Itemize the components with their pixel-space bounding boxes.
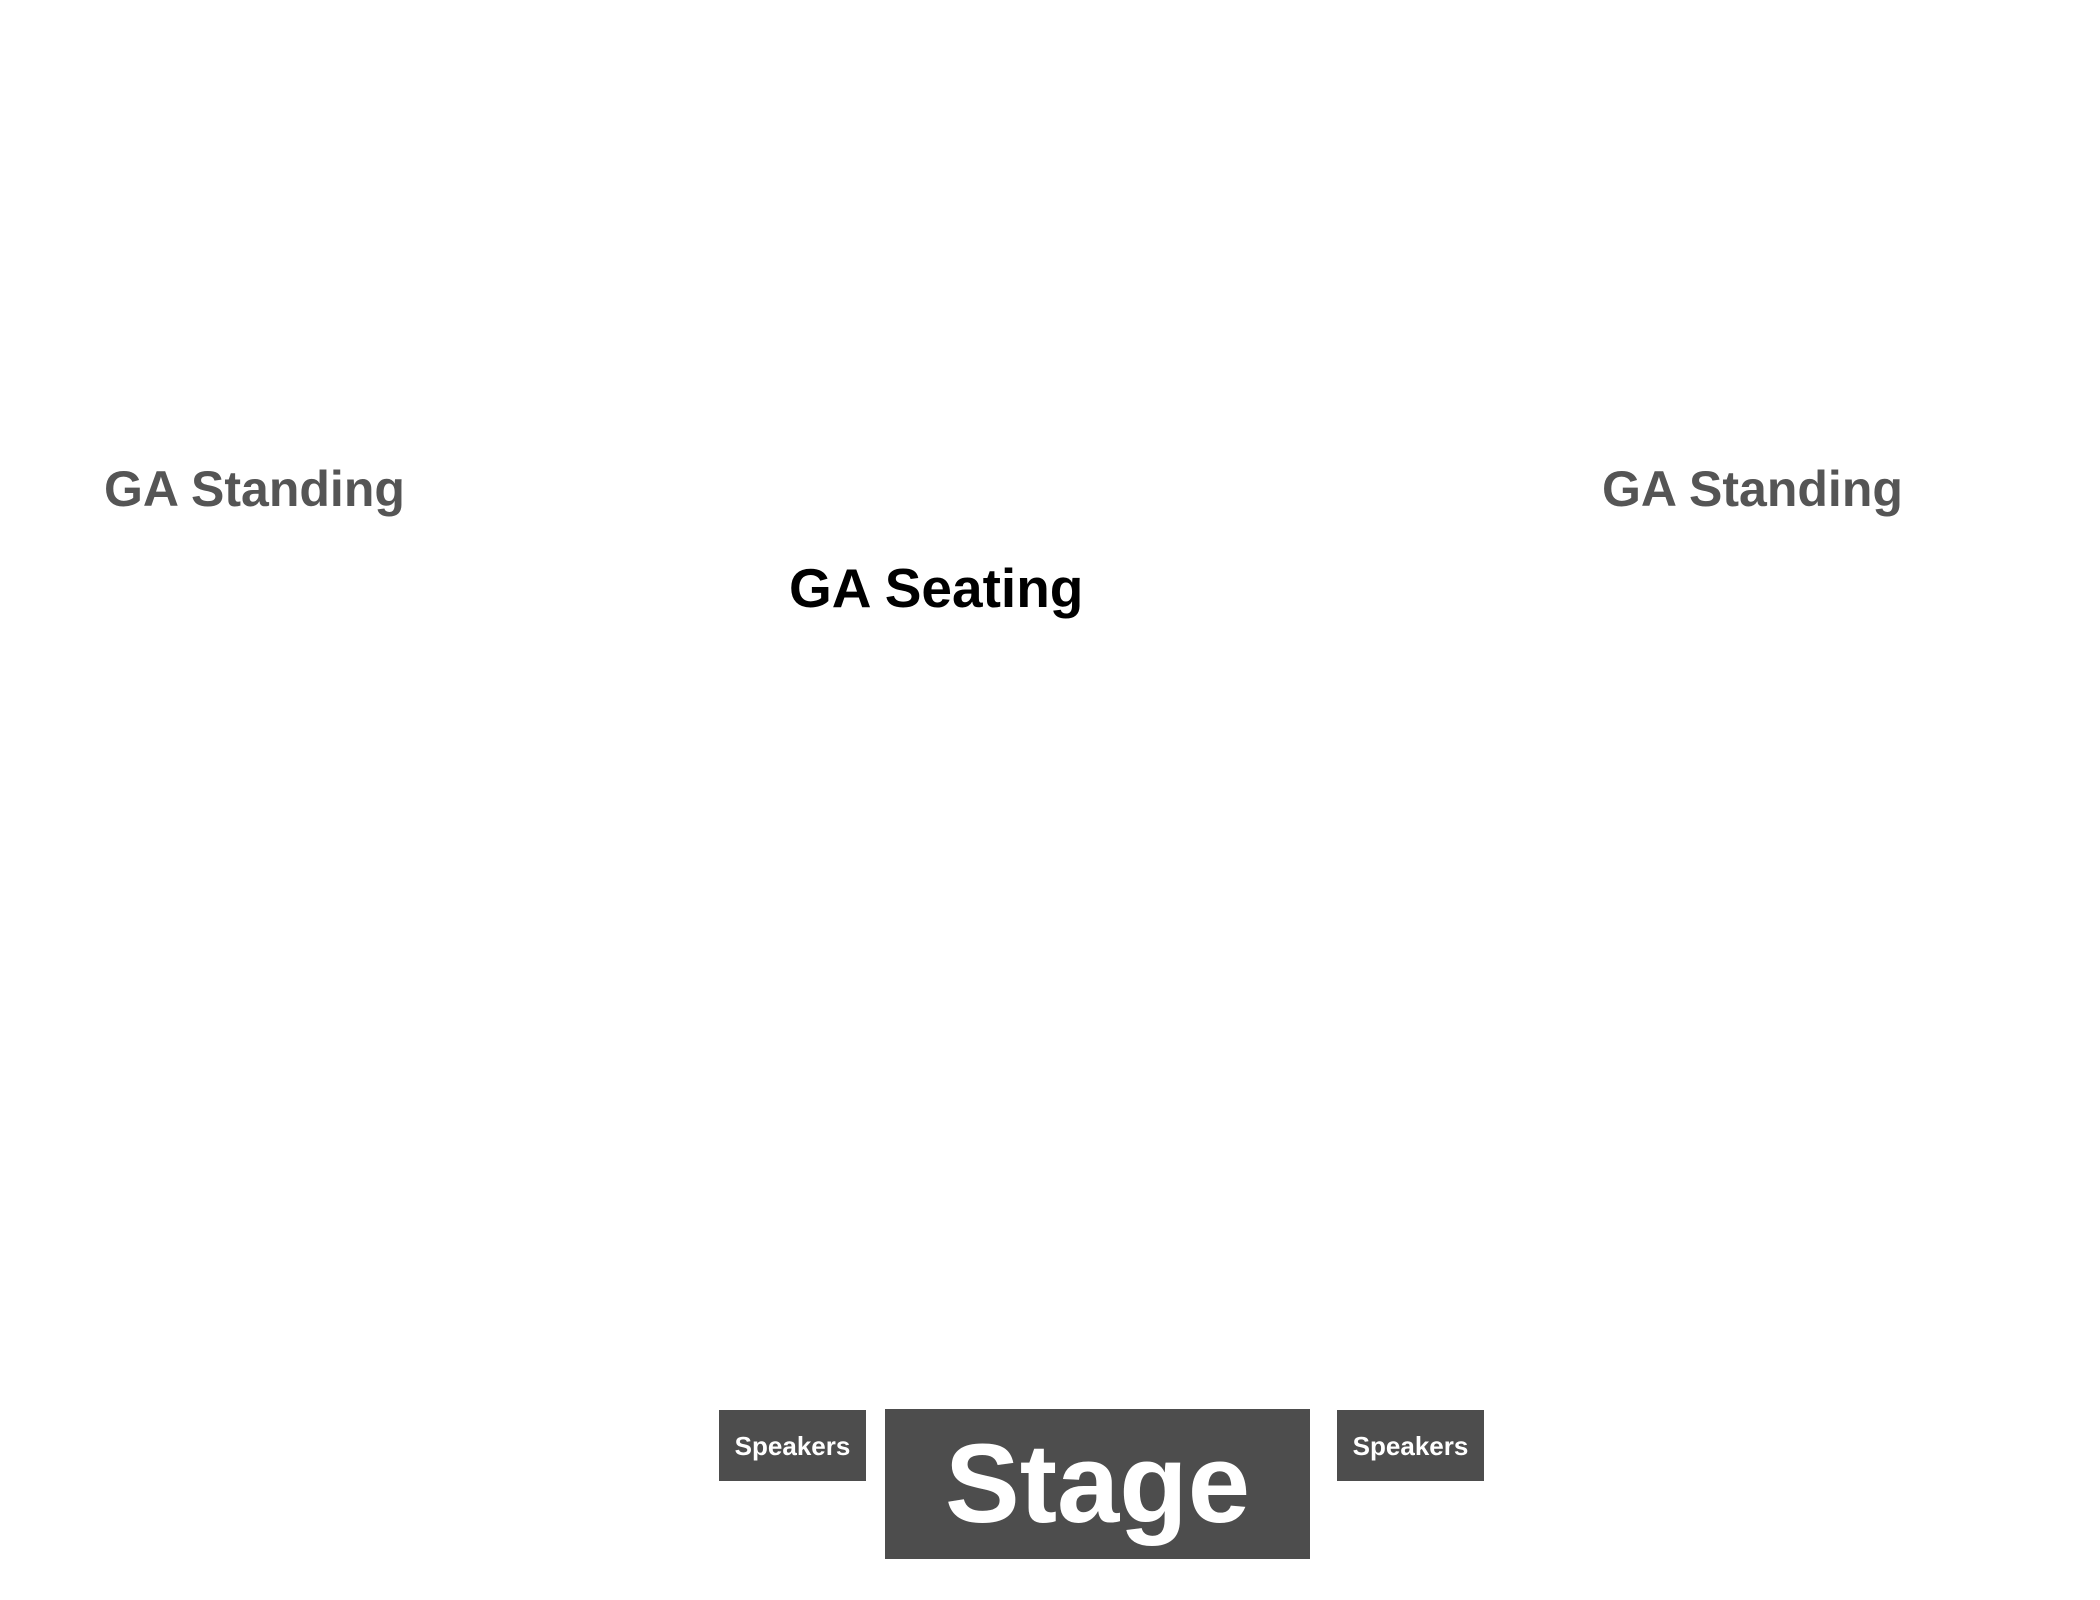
speakers-right: Speakers	[1337, 1410, 1484, 1481]
section-ga-standing-right[interactable]: GA Standing	[1602, 461, 1903, 517]
speakers-left: Speakers	[719, 1410, 866, 1481]
section-ga-seating[interactable]: GA Seating	[789, 557, 1084, 619]
section-ga-standing-left[interactable]: GA Standing	[104, 461, 405, 517]
stage: Stage	[885, 1409, 1310, 1559]
